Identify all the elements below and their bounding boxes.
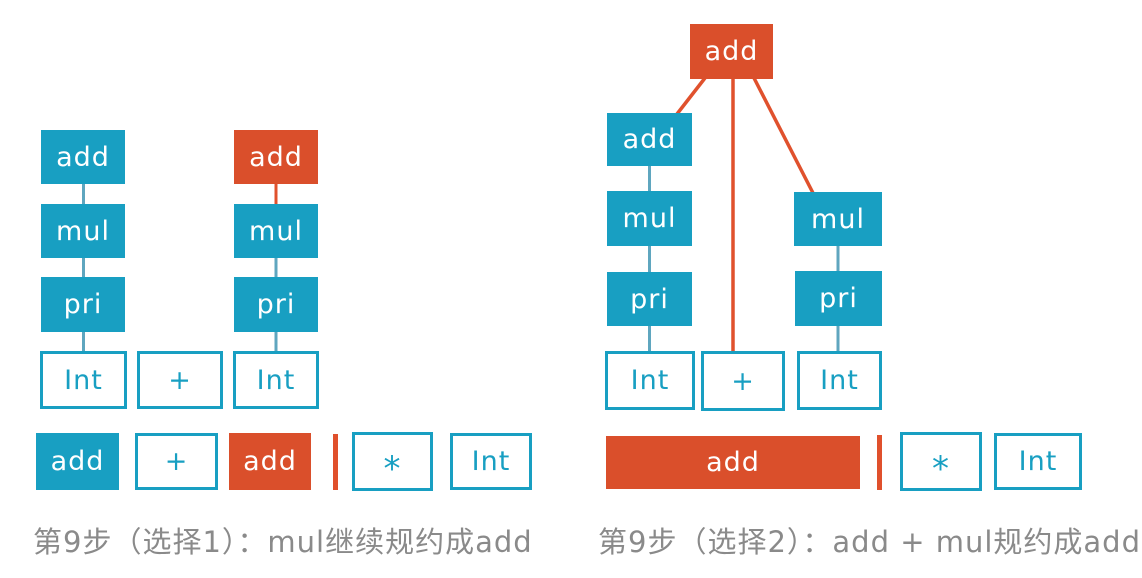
star-label: * [932, 448, 950, 489]
node-mul: mul [41, 204, 125, 258]
node-mul: mul [607, 191, 692, 246]
lookahead-token-int: Int [450, 433, 532, 490]
node-pri: pri [41, 277, 125, 332]
node-pri: pri [795, 271, 882, 326]
lookahead-token-star: * [900, 432, 982, 491]
stack-token-add: add [36, 433, 119, 490]
caption-option1: 第9步（选择1）：mul继续规约成add [33, 525, 533, 559]
star-label: * [383, 448, 402, 489]
stack-separator [333, 434, 338, 490]
edge-root-to-add [675, 76, 707, 116]
node-mul: mul [794, 192, 882, 246]
caption-option2: 第9步（选择2）：add + mul规约成add [598, 525, 1141, 559]
root-node-add-highlight: add [690, 24, 773, 79]
lookahead-token-int: Int [994, 433, 1082, 490]
node-int: Int [233, 351, 319, 409]
node-add-highlight: add [234, 130, 318, 184]
node-pri: pri [607, 272, 692, 326]
token-plus: + [137, 351, 223, 409]
stack-token-add-wide-highlight: add [606, 436, 860, 489]
lookahead-token-star: * [352, 432, 433, 491]
node-int: Int [40, 351, 127, 409]
stack-token-add-highlight: add [229, 433, 311, 490]
edge-root-to-mul [752, 77, 815, 194]
node-add: add [41, 130, 125, 184]
node-pri: pri [234, 277, 318, 332]
token-plus: + [701, 351, 785, 411]
stack-token-plus: + [135, 433, 218, 490]
node-mul: mul [234, 204, 318, 258]
node-int: Int [797, 351, 882, 410]
node-add: add [607, 113, 692, 166]
stack-separator [877, 435, 882, 490]
node-int: Int [605, 351, 695, 410]
